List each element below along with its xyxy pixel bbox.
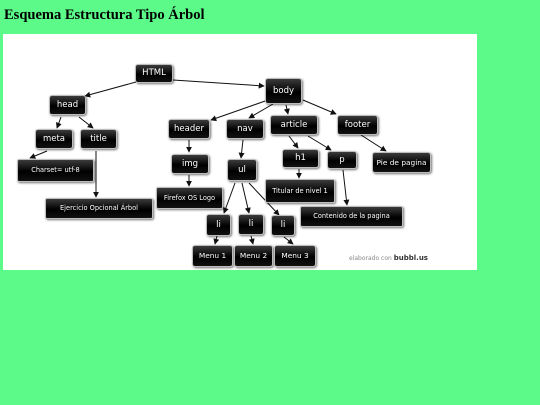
node-menu-1: Menu 1 [192,245,233,267]
watermark-prefix: elaborado con [349,255,392,262]
node-menu-3: Menu 3 [274,245,316,267]
edge-meta-charset [29,150,48,159]
edge-head-title [78,116,94,129]
node-article: article [270,115,318,135]
node-meta: meta [35,129,73,149]
edge-html-head [84,81,137,98]
node-img-text: Firefox OS Logo [156,187,223,209]
node-li-2: li [238,214,264,235]
node-title: title [80,129,117,149]
node-html: HTML [135,64,173,83]
edge-ul-li3 [248,182,280,216]
edge-body-footer [302,99,337,115]
watermark: elaborado con bubbl.us [349,254,428,262]
node-body: body [265,78,302,104]
node-li-3: li [271,215,295,236]
node-footer: footer [337,115,378,135]
edge-ul-li1 [222,182,236,214]
edge-article-p [307,135,332,151]
edge-article-h1 [288,135,299,149]
node-li-1: li [206,214,231,236]
node-nav: nav [226,119,264,139]
node-p-text: Contenido de la pagina [300,206,403,227]
node-h1-text: Titular de nivel 1 [265,179,335,203]
node-charset: Charset= utf-8 [17,159,94,182]
node-ul: ul [227,159,257,181]
node-menu-2: Menu 2 [234,245,273,267]
edge-nav-ul [238,139,245,159]
node-header: header [168,119,210,139]
edge-body-header [210,99,269,122]
page-title: Esquema Estructura Tipo Árbol [4,7,205,23]
edge-html-body [172,79,265,89]
watermark-brand: bubbl.us [393,254,428,262]
edge-li3-menu3 [283,236,294,245]
node-h1: h1 [282,149,319,168]
edge-footer-text [360,134,387,152]
node-footer-text: Pie de pagina [372,152,431,173]
edge-p-text [342,169,350,206]
tree-connectors [29,79,387,245]
edge-ul-li2 [241,182,251,214]
edge-body-article [283,104,290,115]
node-img: img [171,154,209,174]
edge-body-nav [248,103,274,119]
node-p: p [327,151,357,169]
edge-li1-menu1 [213,235,220,245]
node-title-text: Ejercicio Opcional Árbol [45,198,153,219]
edge-head-meta [55,116,62,129]
node-head: head [49,95,86,115]
edge-li2-menu2 [248,235,255,245]
tree-diagram: HTML head body meta title Charset= utf-8… [3,34,477,270]
